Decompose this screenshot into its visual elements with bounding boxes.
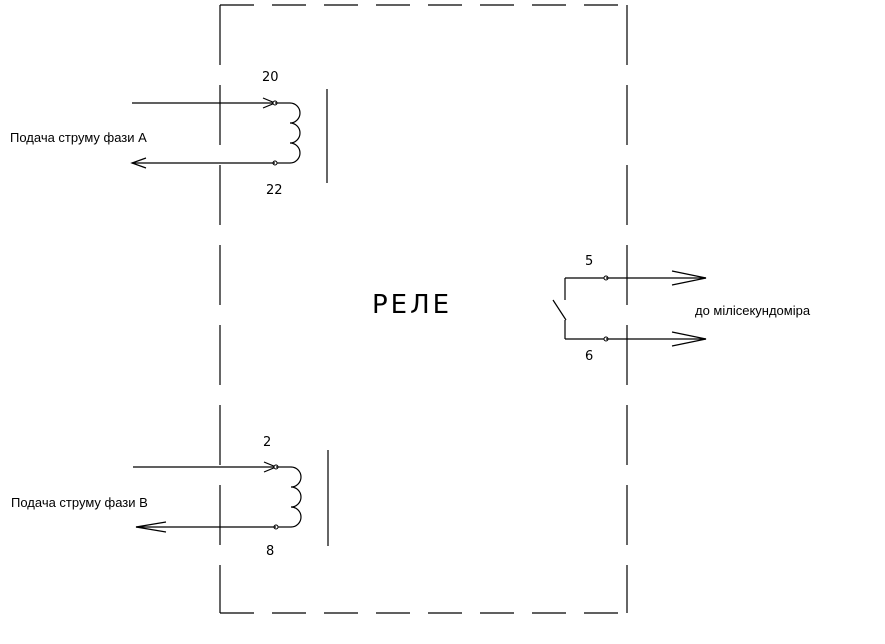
coil-b-output-arrow bbox=[135, 521, 167, 533]
phase-b-label: Подача струму фази В bbox=[11, 495, 148, 510]
relay-enclosure bbox=[219, 4, 628, 614]
contact-blade bbox=[552, 299, 567, 321]
coil-a-group: 20 22 Подача струму фази А bbox=[10, 70, 328, 198]
coil-a-winding bbox=[289, 102, 301, 164]
coil-b-winding bbox=[290, 466, 302, 528]
terminal-20-label: 20 bbox=[262, 70, 279, 85]
relay-title: РЕЛЕ bbox=[372, 290, 452, 320]
contact-output-arrow-bottom bbox=[671, 331, 707, 347]
terminal-2-label: 2 bbox=[263, 435, 271, 450]
phase-a-label: Подача струму фази А bbox=[10, 130, 147, 145]
coil-a-output-arrow bbox=[130, 157, 147, 169]
terminal-22-label: 22 bbox=[266, 183, 283, 198]
terminal-5-label: 5 bbox=[585, 254, 593, 269]
terminal-6-label: 6 bbox=[585, 349, 593, 364]
millisecond-meter-label: до мілісекундоміра bbox=[695, 303, 811, 318]
coil-b-group: 2 8 Подача струму фази В bbox=[11, 435, 329, 559]
terminal-8-label: 8 bbox=[266, 544, 274, 559]
contact-output-arrow-top bbox=[671, 270, 707, 286]
contact-group: 5 6 до мілісекундоміра bbox=[552, 254, 811, 364]
